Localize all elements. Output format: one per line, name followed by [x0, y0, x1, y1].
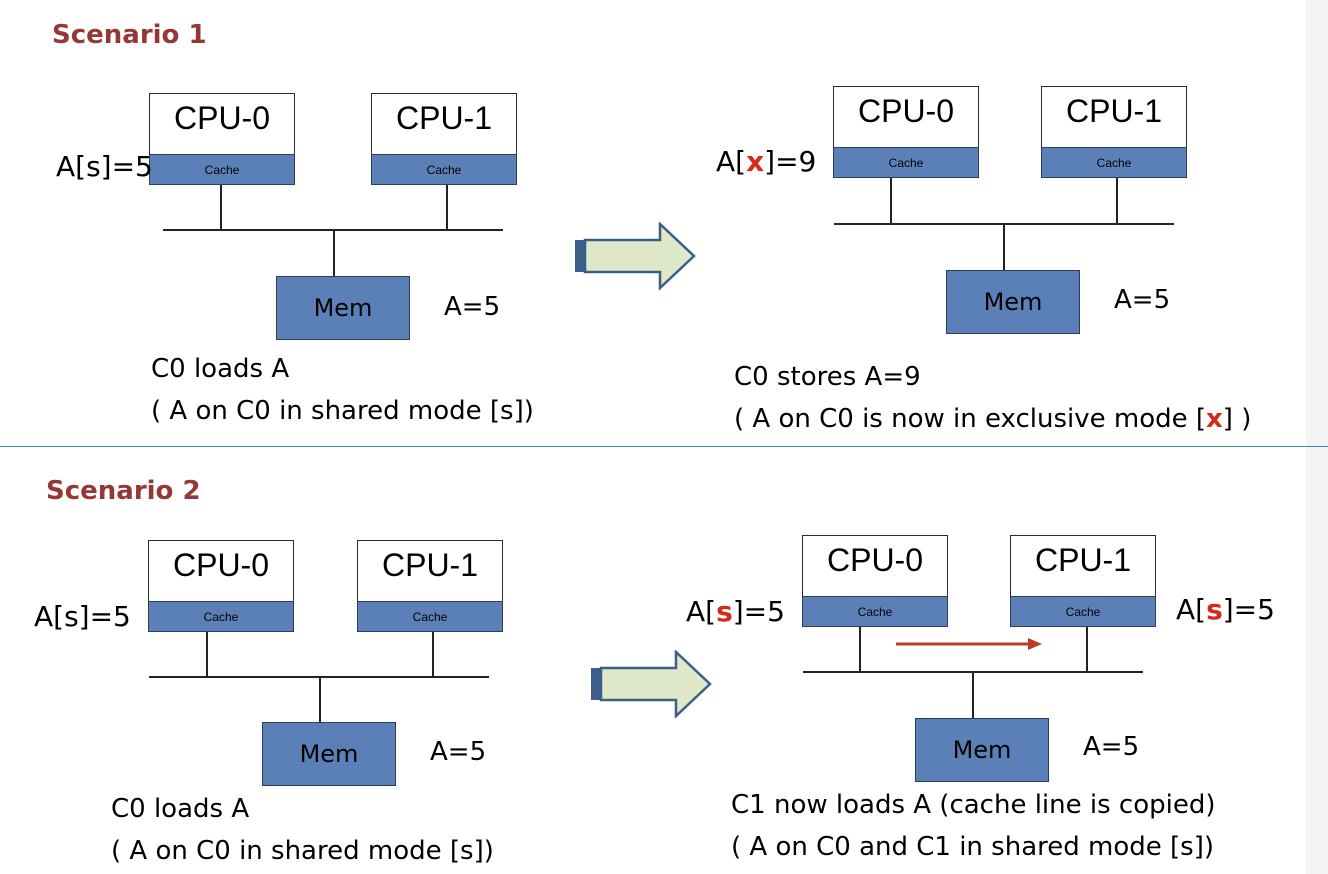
cpu-0-label: CPU-0	[172, 547, 269, 583]
caption-line-2: ( A on C0 and C1 in shared mode [s])	[731, 832, 1214, 862]
cpu-1-box: CPU-1 Cache	[357, 540, 503, 632]
cpu-1-box: CPU-1 Cache	[371, 93, 517, 185]
system-bus	[163, 229, 503, 231]
cpu-0-cache-state: A[x]=9	[716, 145, 817, 178]
cpu-0-bus-connector	[206, 632, 208, 677]
cache-label: Cache	[1096, 156, 1132, 170]
cpu-0-cache: Cache	[833, 147, 979, 178]
cpu-1-cache: Cache	[371, 154, 517, 185]
cpu-1-bus-connector	[432, 632, 434, 677]
mem-bus-connector	[1003, 224, 1005, 270]
caption-line-2: ( A on C0 in shared mode [s])	[111, 836, 494, 866]
memory-value: A=5	[430, 737, 487, 767]
memory-box: Mem	[276, 276, 410, 340]
cpu-0-bus-connector	[220, 185, 222, 230]
cpu-0-bus-connector	[890, 178, 892, 224]
cache-label: Cache	[1065, 605, 1101, 619]
scenario-1-before-diagram: CPU-0 Cache CPU-1 Cache Mem A[s]=5 A=5 C…	[0, 0, 560, 426]
mem-bus-connector	[333, 230, 335, 276]
caption-line-2: ( A on C0 is now in exclusive mode [x] )	[734, 404, 1252, 434]
mem-bus-connector	[972, 672, 974, 718]
cpu-1-bus-connector	[1086, 627, 1088, 672]
mem-bus-connector	[319, 677, 321, 722]
cpu-1-box: CPU-1 Cache	[1010, 535, 1156, 627]
cache-label: Cache	[203, 610, 239, 624]
cpu-0-box: CPU-0 Cache	[833, 86, 979, 178]
caption: C0 stores A=9 ( A on C0 is now in exclus…	[734, 356, 1251, 440]
cpu-0-box: CPU-0 Cache	[149, 93, 295, 185]
scenario-2-before-diagram: CPU-0 Cache CPU-1 Cache Mem A[s]=5 A=5 C…	[0, 0, 560, 866]
scenario-2-after-diagram: CPU-0 Cache CPU-1 Cache Mem A[s]=5 A[s]=…	[0, 0, 1275, 862]
caption: C0 loads A ( A on C0 in shared mode [s])	[151, 348, 534, 432]
caption-line-1: C0 stores A=9	[734, 362, 921, 392]
caption: C1 now loads A (cache line is copied) ( …	[731, 784, 1216, 868]
caption-line-1: C0 loads A	[151, 354, 290, 384]
caption-line-2: ( A on C0 in shared mode [s])	[151, 396, 534, 426]
cpu-1-cache: Cache	[357, 601, 503, 632]
cache-copy-arrow-icon	[896, 638, 1042, 650]
cpu-0-bus-connector	[859, 627, 861, 672]
memory-box: Mem	[262, 722, 396, 786]
mem-label: Mem	[983, 288, 1043, 316]
memory-box: Mem	[946, 270, 1080, 334]
cache-label: Cache	[412, 610, 448, 624]
cache-label: Cache	[857, 605, 893, 619]
caption: C0 loads A ( A on C0 in shared mode [s])	[111, 788, 494, 872]
cpu-0-cache: Cache	[802, 596, 948, 627]
scenario-divider	[0, 446, 1328, 447]
memory-value: A=5	[1083, 732, 1140, 762]
scenario-1-after-diagram: CPU-0 Cache CPU-1 Cache Mem A[x]=9 A=5 C…	[0, 0, 1251, 434]
cpu-1-bus-connector	[1116, 178, 1118, 224]
memory-value: A=5	[444, 292, 501, 322]
cpu-1-box: CPU-1 Cache	[1041, 86, 1187, 178]
cpu-1-label: CPU-1	[1034, 542, 1131, 578]
cpu-1-label: CPU-1	[381, 547, 478, 583]
cpu-0-label: CPU-0	[173, 100, 270, 136]
cpu-1-cache: Cache	[1041, 147, 1187, 178]
cpu-0-cache: Cache	[148, 601, 294, 632]
cpu-1-cache-state: A[s]=5	[1176, 593, 1275, 626]
caption-line-1: C1 now loads A (cache line is copied)	[731, 790, 1216, 820]
cpu-1-label: CPU-1	[1065, 93, 1162, 129]
memory-value: A=5	[1114, 285, 1171, 315]
cpu-0-label: CPU-0	[826, 542, 923, 578]
cpu-0-label: CPU-0	[857, 93, 954, 129]
scenario-2-title: Scenario 2	[46, 476, 201, 506]
cpu-0-cache-state: A[s]=5	[56, 150, 153, 183]
system-bus	[834, 223, 1174, 225]
caption-line-1: C0 loads A	[111, 794, 250, 824]
system-bus	[803, 671, 1143, 673]
cpu-1-cache: Cache	[1010, 596, 1156, 627]
cache-label: Cache	[888, 156, 924, 170]
cpu-0-cache: Cache	[149, 154, 295, 185]
transition-arrow-icon	[575, 222, 696, 291]
cache-label: Cache	[426, 163, 462, 177]
cache-label: Cache	[204, 163, 240, 177]
right-edge-strip	[1306, 0, 1328, 874]
scenario-1-title: Scenario 1	[52, 20, 207, 50]
system-bus	[149, 676, 489, 678]
cpu-0-cache-state: A[s]=5	[686, 595, 785, 628]
mem-label: Mem	[952, 736, 1012, 764]
transition-arrow-icon	[591, 650, 712, 719]
cpu-1-label: CPU-1	[395, 100, 492, 136]
cpu-0-cache-state: A[s]=5	[34, 600, 131, 633]
cpu-0-box: CPU-0 Cache	[802, 535, 948, 627]
cpu-0-box: CPU-0 Cache	[148, 540, 294, 632]
memory-box: Mem	[915, 718, 1049, 782]
cpu-1-bus-connector	[446, 185, 448, 230]
mem-label: Mem	[299, 740, 359, 768]
mem-label: Mem	[313, 294, 373, 322]
